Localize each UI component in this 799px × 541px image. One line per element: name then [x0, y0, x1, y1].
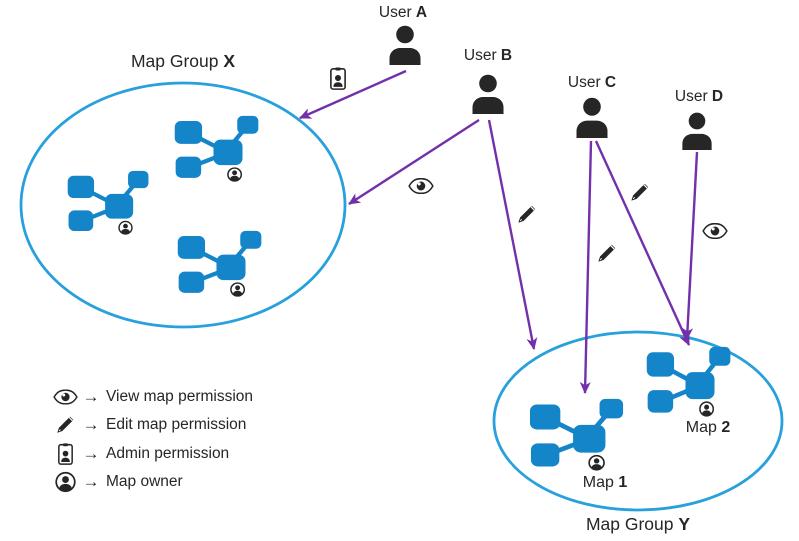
map-2-label: Map 2 [685, 419, 731, 436]
badge-icon-admin-a [330, 67, 346, 90]
eye-icon-view-d [702, 223, 728, 239]
legend-row-view: → View map permission [52, 383, 253, 411]
pencil-icon [56, 416, 74, 434]
legend-arrow-glyph: → [82, 415, 100, 435]
legend-label-edit: Edit map permission [106, 416, 247, 434]
legend-arrow-glyph: → [82, 443, 100, 463]
legend-label-owner: Map owner [106, 473, 183, 491]
pencil-icon-edit-c1 [597, 244, 616, 263]
legend-row-owner: → Map owner [52, 468, 253, 496]
eye-icon-view-b [408, 178, 434, 194]
eye-icon [53, 389, 78, 405]
map-group-x-label: Map Group X [130, 51, 236, 71]
user-d-person-icon [682, 112, 712, 150]
user-c-label: User C [567, 74, 617, 91]
pencil-icon-edit-c2 [630, 183, 649, 202]
user-c-person-icon [576, 97, 608, 138]
legend-row-admin: → Admin permission [52, 440, 253, 468]
user-b-person-icon [472, 74, 504, 114]
mindmap-icon-group-x-2 [68, 171, 149, 234]
legend-label-admin: Admin permission [106, 444, 230, 462]
legend-row-edit: → Edit map permission [52, 411, 253, 439]
mindmap-icon-map-1 [530, 399, 623, 470]
user-a-person-icon [389, 25, 421, 65]
arrow-user-a-to-group-x [299, 69, 407, 120]
badge-icon [58, 442, 73, 465]
arrow-user-c-to-map-1 [579, 140, 593, 394]
map-group-y-ellipse [492, 330, 784, 512]
legend-label-view: View map permission [106, 388, 254, 406]
mindmap-icon-map-2 [647, 347, 731, 416]
arrow-user-c-to-map-2 [594, 140, 691, 346]
map-group-x-ellipse [19, 81, 347, 329]
mindmap-icon-group-x-1 [175, 116, 259, 181]
owner-icon [55, 471, 76, 493]
user-d-label: User D [674, 88, 724, 105]
arrow-user-b-to-group-x [348, 118, 480, 206]
arrow-user-b-to-group-y [487, 119, 538, 350]
arrow-user-d-to-map-2 [682, 151, 699, 340]
pencil-icon-edit-b [517, 205, 536, 224]
mindmap-icon-group-x-3 [178, 231, 262, 296]
map-group-y-label: Map Group Y [585, 514, 691, 534]
user-a-label: User A [378, 4, 428, 21]
legend: → View map permission → Edit map permiss… [52, 383, 253, 496]
map-1-label: Map 1 [582, 474, 628, 491]
legend-arrow-glyph: → [82, 387, 100, 407]
user-b-label: User B [463, 47, 513, 64]
legend-arrow-glyph: → [82, 472, 100, 492]
